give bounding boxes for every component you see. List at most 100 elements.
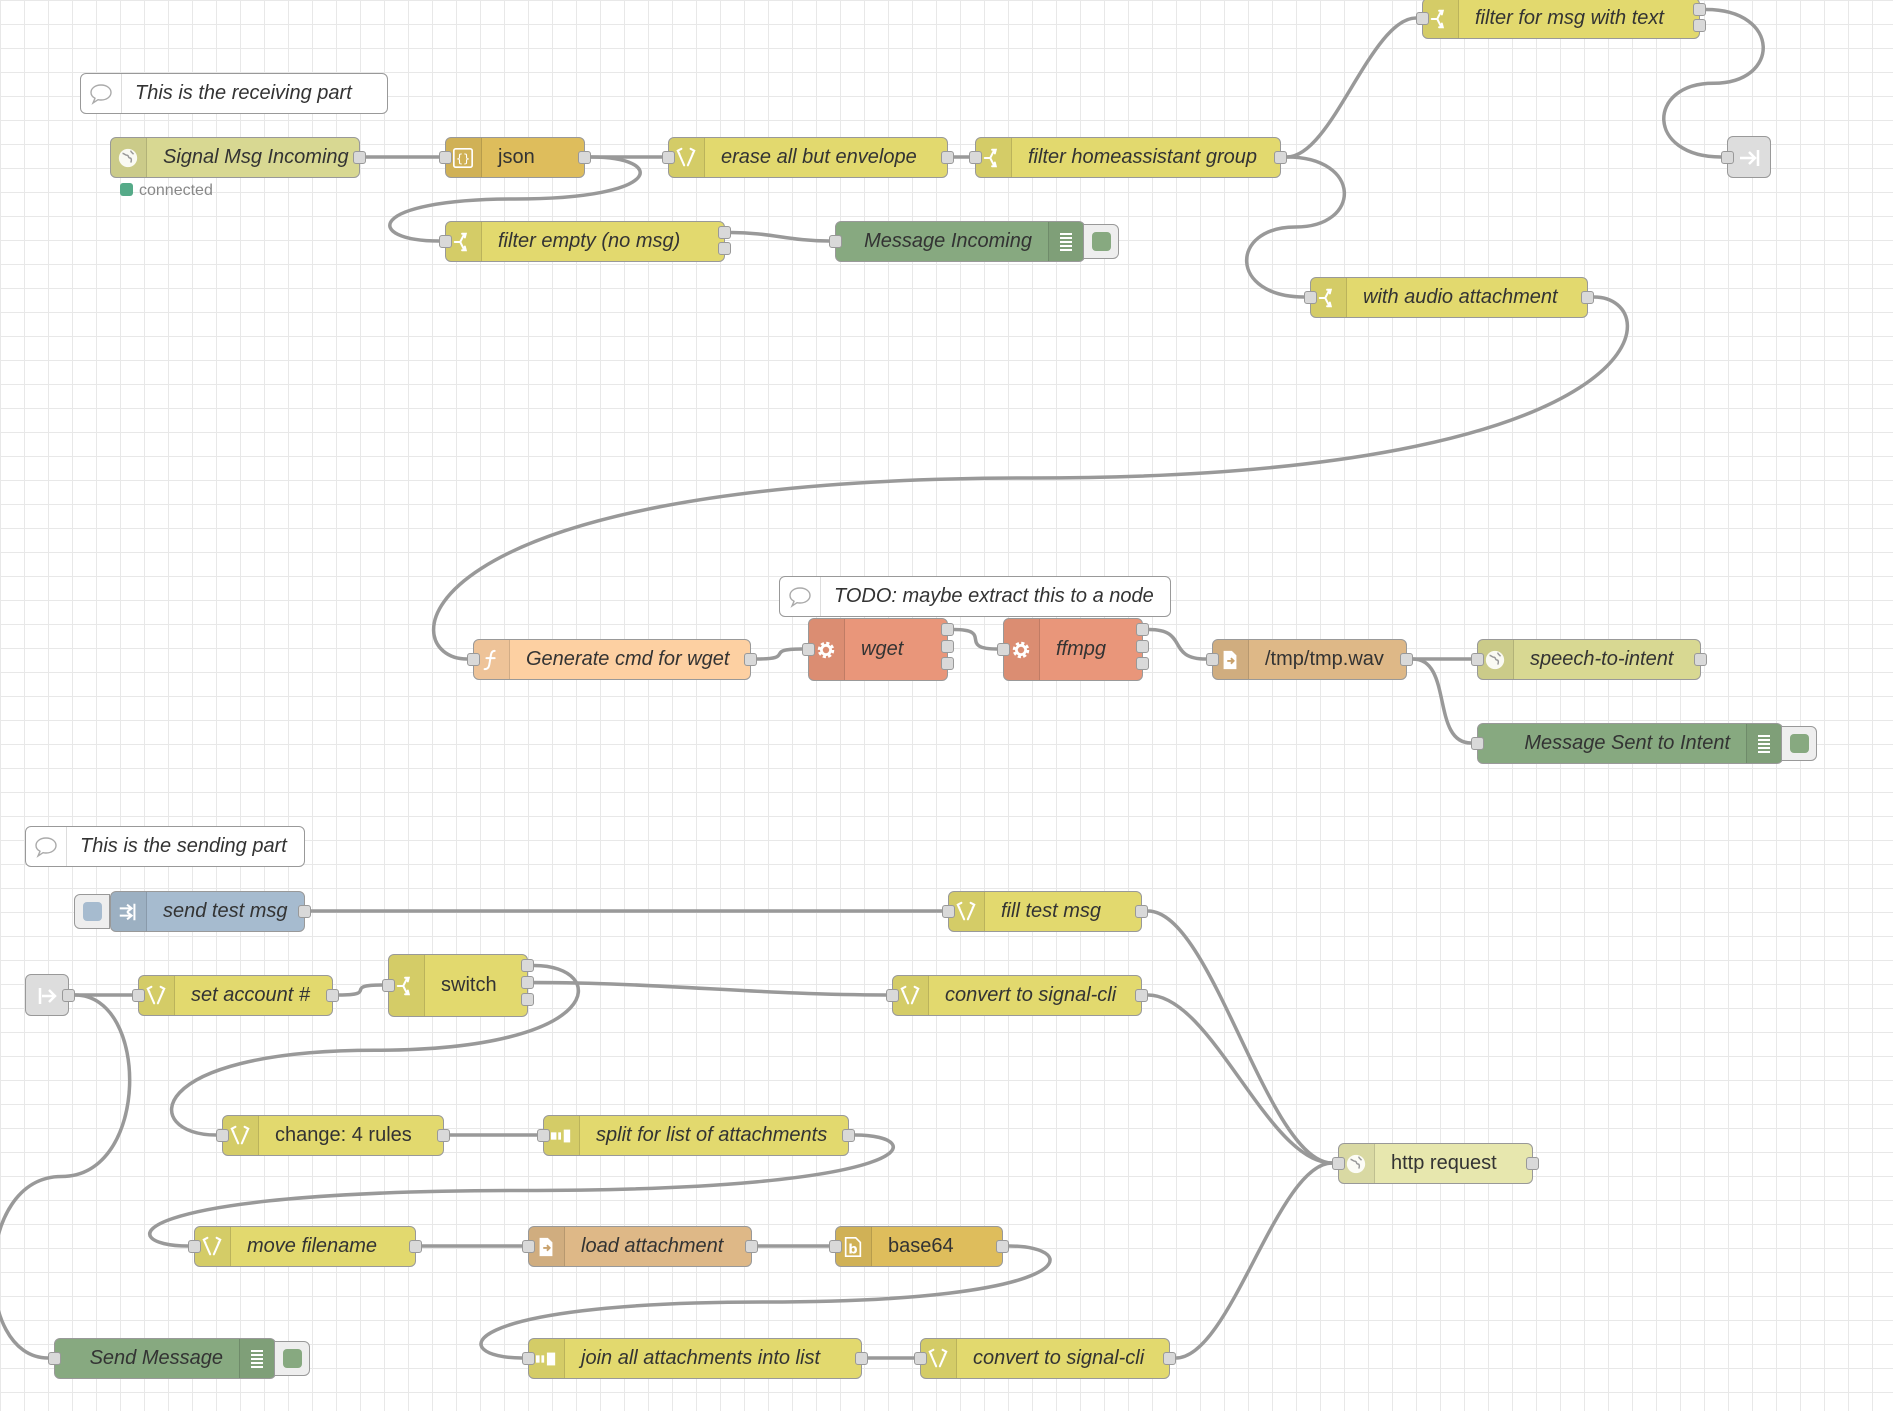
input-port[interactable] [439,150,452,164]
comment-node[interactable]: This is the receiving part [80,73,388,114]
output-port[interactable] [353,150,366,164]
node-with-audio-attachment[interactable]: with audio attachment [1304,276,1594,318]
node-filter-empty-no-msg[interactable]: filter empty (no msg) [439,220,731,262]
output-port[interactable] [62,989,75,1002]
output-port[interactable] [1694,652,1707,666]
wire[interactable] [0,993,132,1360]
input-port[interactable] [997,642,1010,656]
wire[interactable] [1175,1161,1333,1360]
node-tmp-tmp-wav[interactable]: /tmp/tmp.wav [1206,638,1413,680]
wire[interactable] [756,647,803,661]
wire[interactable] [388,155,642,243]
input-port[interactable] [829,1239,842,1253]
output-port[interactable] [1136,623,1149,636]
output-port[interactable] [521,959,534,972]
input-port[interactable] [522,1351,535,1365]
input-port[interactable] [467,652,480,666]
link-out-node[interactable] [1721,136,1771,178]
input-port[interactable] [1471,736,1484,750]
input-port[interactable] [942,904,955,918]
input-port[interactable] [662,150,675,164]
input-port[interactable] [537,1128,550,1142]
node-join-all-attachments-into-list[interactable]: join all attachments into list [522,1337,868,1379]
output-port[interactable] [1136,657,1149,670]
output-port[interactable] [745,1239,758,1253]
output-port[interactable] [326,988,339,1002]
output-port[interactable] [941,150,954,164]
input-port[interactable] [1304,290,1317,304]
input-port[interactable] [802,642,815,656]
wire[interactable] [1147,909,1333,1165]
debug-toggle-button[interactable] [274,1340,310,1376]
node-json[interactable]: {}json [439,136,591,178]
input-port[interactable] [914,1351,927,1365]
output-port[interactable] [996,1239,1009,1253]
output-port[interactable] [1135,904,1148,918]
output-port[interactable] [1163,1351,1176,1365]
wire[interactable] [1662,7,1765,159]
comment-node[interactable]: This is the sending part [25,826,305,867]
comment-node[interactable]: TODO: maybe extract this to a node [779,576,1171,617]
wire[interactable] [1148,627,1207,661]
output-port[interactable] [1274,150,1287,164]
node-wget[interactable]: wget [802,617,954,681]
node-message-sent-to-intent[interactable]: Message Sent to Intent [1471,722,1783,764]
output-port[interactable] [718,226,731,239]
wire[interactable] [1286,16,1417,159]
output-port[interactable] [1526,1156,1539,1170]
wire[interactable] [1147,993,1333,1165]
node-send-test-msg[interactable]: send test msg [110,890,311,932]
debug-toggle-button[interactable] [1083,223,1119,259]
node-erase-all-but-envelope[interactable]: erase all but envelope [662,136,954,178]
output-port[interactable] [1693,19,1706,32]
node-speech-to-intent[interactable]: speech-to-intent [1471,638,1707,680]
input-port[interactable] [1332,1156,1345,1170]
input-port[interactable] [216,1128,229,1142]
node-send-message[interactable]: Send Message [48,1337,276,1379]
output-port[interactable] [855,1351,868,1365]
input-port[interactable] [439,234,452,248]
output-port[interactable] [521,993,534,1006]
output-port[interactable] [941,623,954,636]
input-port[interactable] [1206,652,1219,666]
input-port[interactable] [1416,11,1429,25]
link-in-node[interactable] [25,974,75,1016]
wire[interactable] [1412,657,1472,745]
node-http-request[interactable]: http request [1332,1142,1539,1184]
output-port[interactable] [409,1239,422,1253]
input-port[interactable] [188,1239,201,1253]
output-port[interactable] [578,150,591,164]
output-port[interactable] [718,242,731,255]
node-generate-cmd-for-wget[interactable]: Generate cmd for wget [467,638,757,680]
node-ffmpg[interactable]: ffmpg [997,617,1149,681]
output-port[interactable] [521,976,534,989]
input-port[interactable] [969,150,982,164]
wire[interactable] [338,983,383,997]
node-signal-msg-incoming[interactable]: Signal Msg Incoming [110,136,366,178]
output-port[interactable] [941,640,954,653]
wire[interactable] [479,1244,1052,1360]
node-message-incoming[interactable]: Message Incoming [829,220,1085,262]
node-fill-test-msg[interactable]: fill test msg [942,890,1148,932]
input-port[interactable] [522,1239,535,1253]
input-port[interactable] [48,1351,61,1365]
node-change-4-rules[interactable]: change: 4 rules [216,1114,450,1156]
wire[interactable] [148,1133,895,1248]
input-port[interactable] [382,978,395,992]
input-port[interactable] [1471,652,1484,666]
node-set-account[interactable]: set account # [132,974,339,1016]
node-move-filename[interactable]: move filename [188,1225,422,1267]
node-convert-to-signal-cli[interactable]: convert to signal-cli [914,1337,1176,1379]
input-port[interactable] [886,988,899,1002]
node-split-for-list-of-attachments[interactable]: split for list of attachments [537,1114,855,1156]
output-port[interactable] [842,1128,855,1142]
output-port[interactable] [744,652,757,666]
wire[interactable] [1244,155,1347,299]
wire[interactable] [169,963,581,1137]
node-filter-homeassistant-group[interactable]: filter homeassistant group [969,136,1287,178]
output-port[interactable] [1693,3,1706,16]
node-switch[interactable]: switch [382,953,534,1017]
wire[interactable] [730,230,830,243]
